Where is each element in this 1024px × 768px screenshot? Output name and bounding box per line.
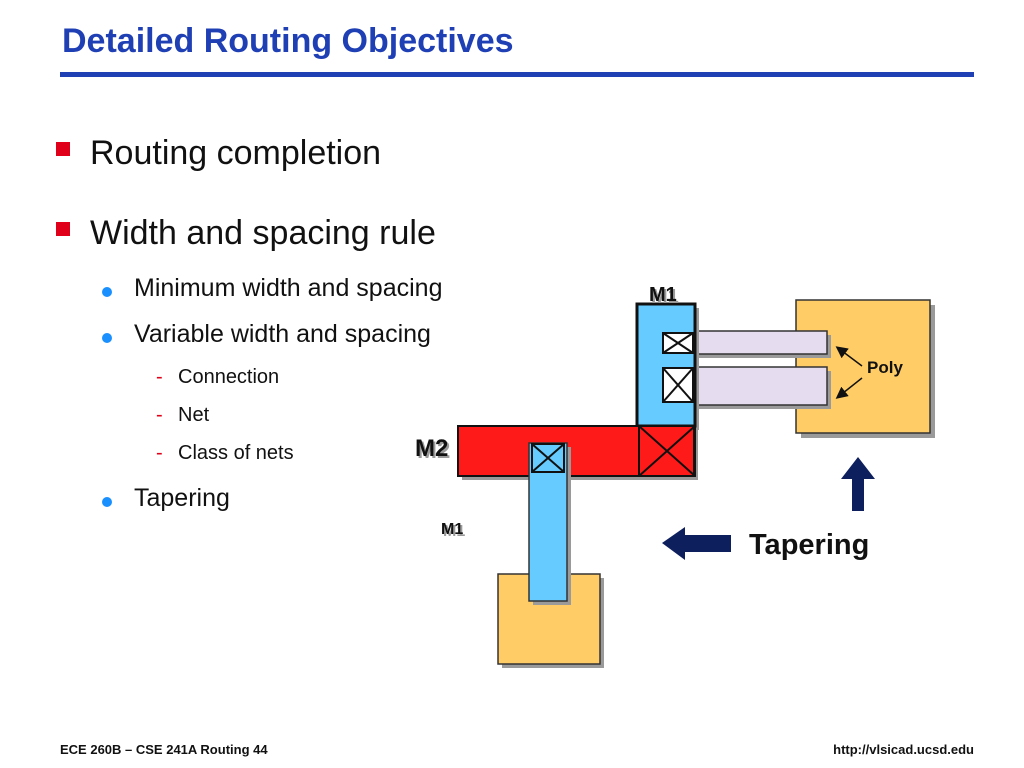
bullet-width-spacing-rule: Width and spacing rule — [90, 214, 436, 252]
m1-bottom-label-shadow: M1 — [443, 523, 465, 540]
footer-course: ECE 260B – CSE 241A Routing 44 — [60, 742, 268, 757]
bullet-dot-icon — [102, 333, 112, 343]
tapering-label: Tapering — [749, 529, 869, 561]
m2-label: M2 — [415, 435, 448, 462]
poly-pointer-lower — [835, 377, 863, 399]
metal1-top-wire — [635, 302, 697, 428]
sub-bullet-variable-width: Variable width and spacing — [134, 320, 431, 348]
contact-icon — [662, 367, 694, 403]
via-icon — [531, 443, 565, 473]
bullet-square-icon — [56, 222, 70, 236]
m1-bottom-label: M1 — [441, 521, 463, 538]
sub-bullet-minimum-width: Minimum width and spacing — [134, 274, 443, 302]
m2-label-shadow: M2 — [417, 437, 450, 464]
poly-pointer-upper — [835, 346, 863, 367]
poly-wire-upper — [691, 330, 828, 355]
sub-sub-bullet-net: Net — [178, 404, 210, 426]
via-icon — [638, 425, 696, 477]
bullet-routing-completion: Routing completion — [90, 134, 382, 172]
bullet-square-icon — [56, 142, 70, 156]
poly-wire-lower — [691, 366, 828, 406]
sub-sub-bullet-class-of-nets: Class of nets — [178, 442, 294, 464]
bullet-dot-icon — [102, 287, 112, 297]
title-underline — [60, 72, 974, 77]
contact-icon — [662, 332, 694, 354]
sub-bullet-tapering: Tapering — [134, 484, 230, 512]
m1-top-label-shadow: M1 — [651, 286, 679, 308]
dash-marker: - — [156, 366, 163, 388]
metal1-bottom-wire — [528, 442, 568, 602]
poly-label: Poly — [867, 358, 903, 377]
up-arrow-icon — [841, 457, 875, 511]
bullet-dot-icon — [102, 497, 112, 507]
dash-marker: - — [156, 442, 163, 464]
slide-title: Detailed Routing Objectives — [62, 22, 514, 60]
metal2-wire — [457, 425, 695, 477]
footer-url[interactable]: http://vlsicad.ucsd.edu — [833, 742, 974, 757]
m1-top-label: M1 — [649, 284, 677, 306]
left-arrow-icon — [662, 527, 731, 560]
dash-marker: - — [156, 404, 163, 426]
sub-sub-bullet-connection: Connection — [178, 366, 280, 388]
